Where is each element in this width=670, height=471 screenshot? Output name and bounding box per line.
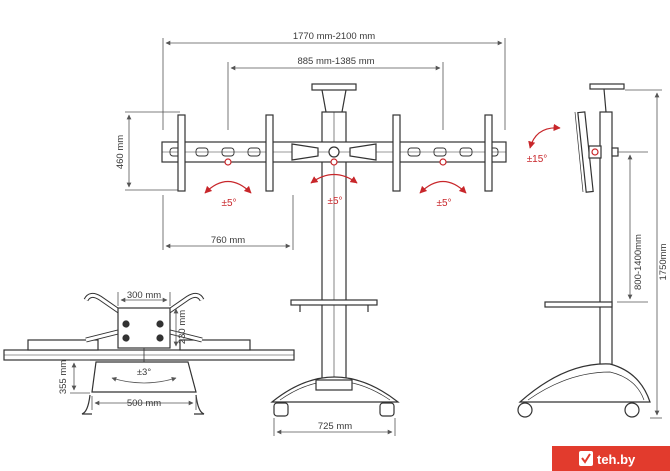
label-half-width: 760 mm bbox=[211, 235, 245, 246]
watermark[interactable]: teh.by bbox=[552, 446, 670, 471]
label-tilt-left: ±5° bbox=[221, 198, 236, 209]
label-base-depth: 500 mm bbox=[127, 398, 161, 409]
label-depth: 355 mm bbox=[58, 360, 69, 394]
label-base-width: 725 mm bbox=[318, 421, 352, 432]
label-bracket-height: 460 mm bbox=[115, 135, 126, 169]
label-vesa-width: 300 mm bbox=[127, 290, 161, 301]
top-view bbox=[3, 292, 295, 415]
label-side-tilt: ±15° bbox=[527, 154, 548, 165]
side-view bbox=[517, 83, 662, 419]
dim-total-width bbox=[162, 38, 506, 130]
badge-icon bbox=[579, 451, 593, 466]
front-view bbox=[125, 38, 507, 436]
dim-base-width bbox=[273, 418, 396, 436]
label-height-total: 1750mm bbox=[658, 243, 669, 280]
dim-bracket-height bbox=[125, 111, 180, 191]
label-rotation: ±3° bbox=[137, 367, 151, 378]
label-tilt-center: ±5° bbox=[327, 196, 342, 207]
label-total-width: 1770 mm-2100 mm bbox=[293, 31, 375, 42]
label-vesa-height: 230 mm bbox=[177, 310, 188, 344]
label-height-range: 800-1400mm bbox=[633, 234, 644, 290]
label-tilt-right: ±5° bbox=[436, 198, 451, 209]
dim-half-width bbox=[162, 195, 294, 250]
dim-inner-width bbox=[227, 62, 444, 130]
watermark-text: teh.by bbox=[597, 452, 636, 467]
label-inner-width: 885 mm-1385 mm bbox=[297, 56, 374, 67]
